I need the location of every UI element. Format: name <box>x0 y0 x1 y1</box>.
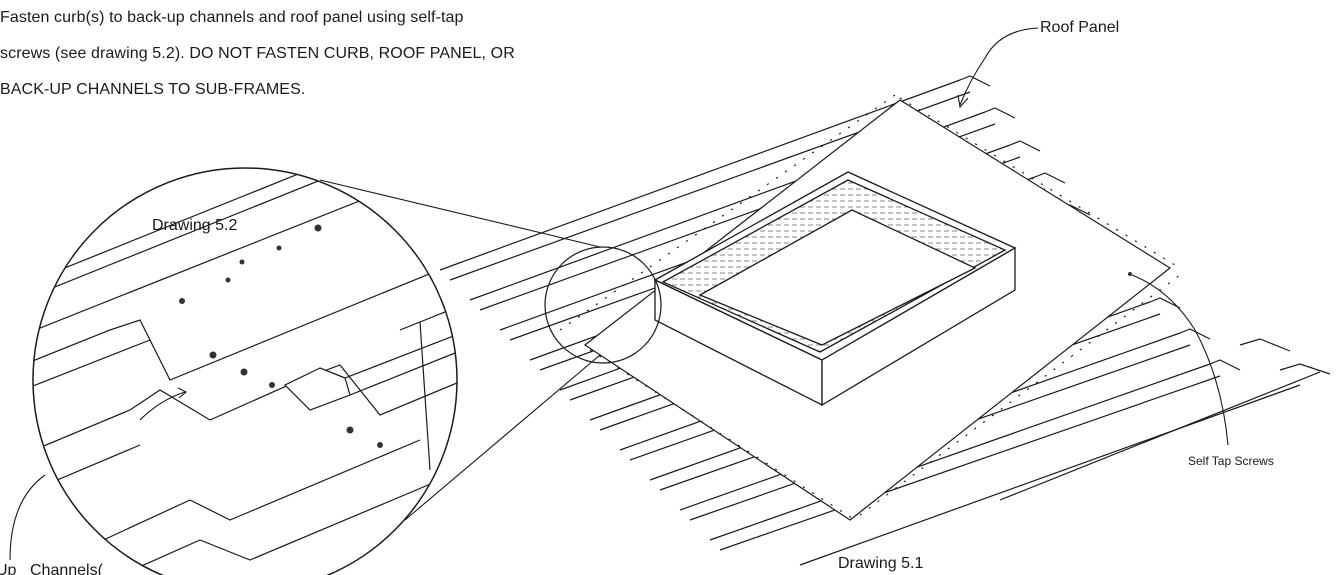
roof-panel-arrow <box>957 94 969 109</box>
instruction-text: Fasten curb(s) to back-up channels and r… <box>0 0 520 108</box>
detail-arrow <box>139 391 186 421</box>
instruction-line-3: BACK-UP CHANNELS TO SUB-FRAMES. <box>0 81 306 98</box>
curb-opening <box>698 209 977 346</box>
curb-front-right <box>821 246 1016 407</box>
back-up-channel-leader <box>9 474 46 561</box>
back-up-channels-label: Channels( <box>30 562 104 575</box>
screw-line-top <box>559 94 896 331</box>
detail-callout-circle <box>544 246 662 364</box>
roof-panel-leader <box>959 27 1039 106</box>
detail-magnifier <box>9 167 458 575</box>
detail-screw-dots <box>179 224 383 448</box>
drawing-5-1-label: Drawing 5.1 <box>838 555 923 572</box>
leader-lines <box>319 27 1229 521</box>
self-tap-screws-label: Self Tap Screws <box>1188 454 1274 468</box>
curb <box>653 171 1017 407</box>
back-up-channels-label-prefix: Up <box>0 562 17 575</box>
roof-panel-label: Roof Panel <box>1040 19 1119 36</box>
instruction-line-1: Fasten curb(s) to back-up channels and r… <box>0 9 464 26</box>
detail-callout-line-top <box>319 179 601 248</box>
instruction-line-2: screws (see drawing 5.2). DO NOT FASTEN … <box>0 45 515 62</box>
screw-marks <box>1128 272 1132 276</box>
detail-callout-line-bottom <box>404 354 601 521</box>
screw-line-bottom <box>859 274 1181 516</box>
drawing-5-2-label: Drawing 5.2 <box>152 217 237 234</box>
self-tap-leader <box>1131 274 1229 446</box>
